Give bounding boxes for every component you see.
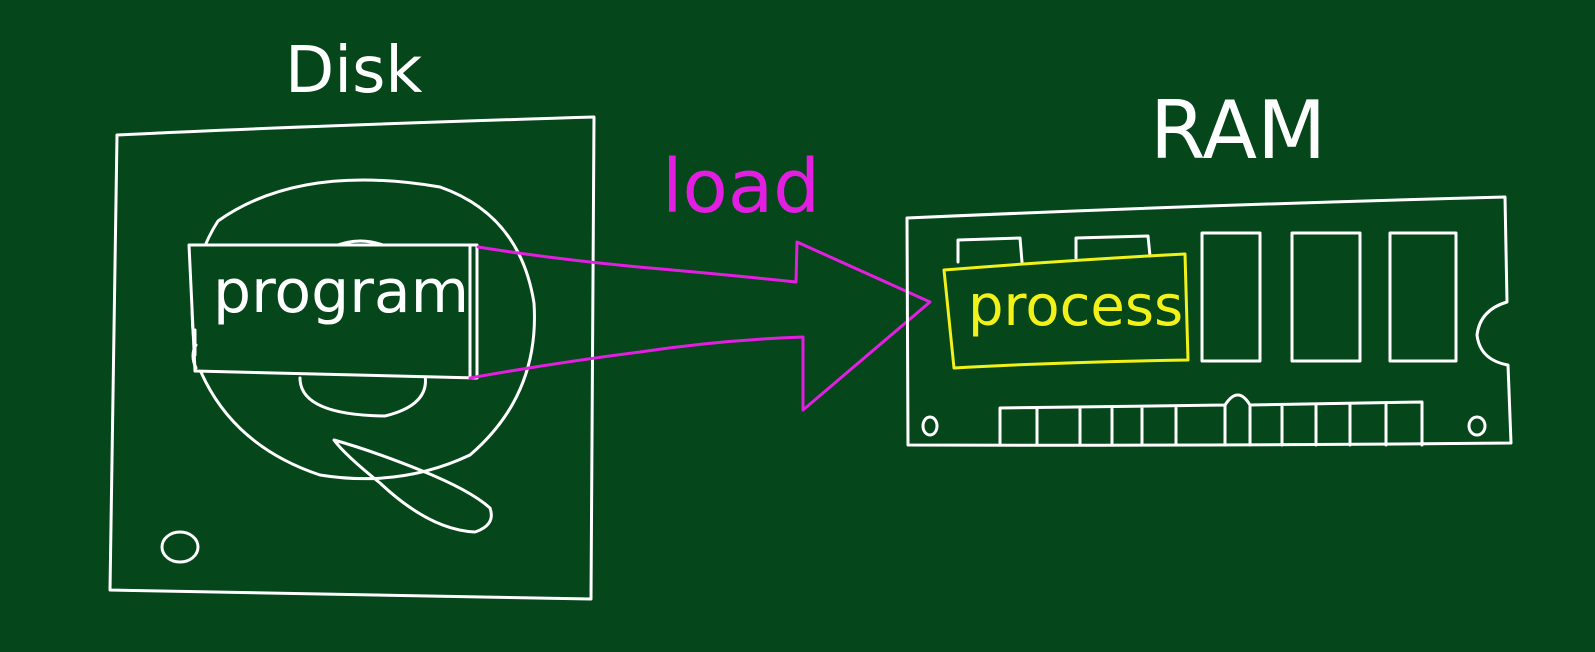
ram-hole-right-icon [1467,415,1487,437]
ram-chip-small-1 [956,236,1024,264]
disk-label: Disk [285,34,422,108]
load-label: load [662,144,820,230]
ram-hole-left-icon [921,415,939,437]
program-label: program [213,257,469,327]
process-box [942,252,1190,370]
ram-chip-3 [1388,231,1458,363]
ram-label: RAM [1150,84,1326,177]
process-label: process [968,274,1183,339]
ram-module [905,195,1513,447]
disk-screw-icon [160,530,200,564]
ram-chip-small-2 [1074,234,1152,260]
load-arrow [468,240,932,412]
ram-pins [998,393,1424,447]
ram-board [905,195,1513,447]
disk-platter-edge [191,343,198,370]
ram-chip-1 [1200,231,1262,363]
disk-casing [108,115,596,601]
disk-arm [332,438,493,534]
ram-chip-2 [1290,231,1362,363]
